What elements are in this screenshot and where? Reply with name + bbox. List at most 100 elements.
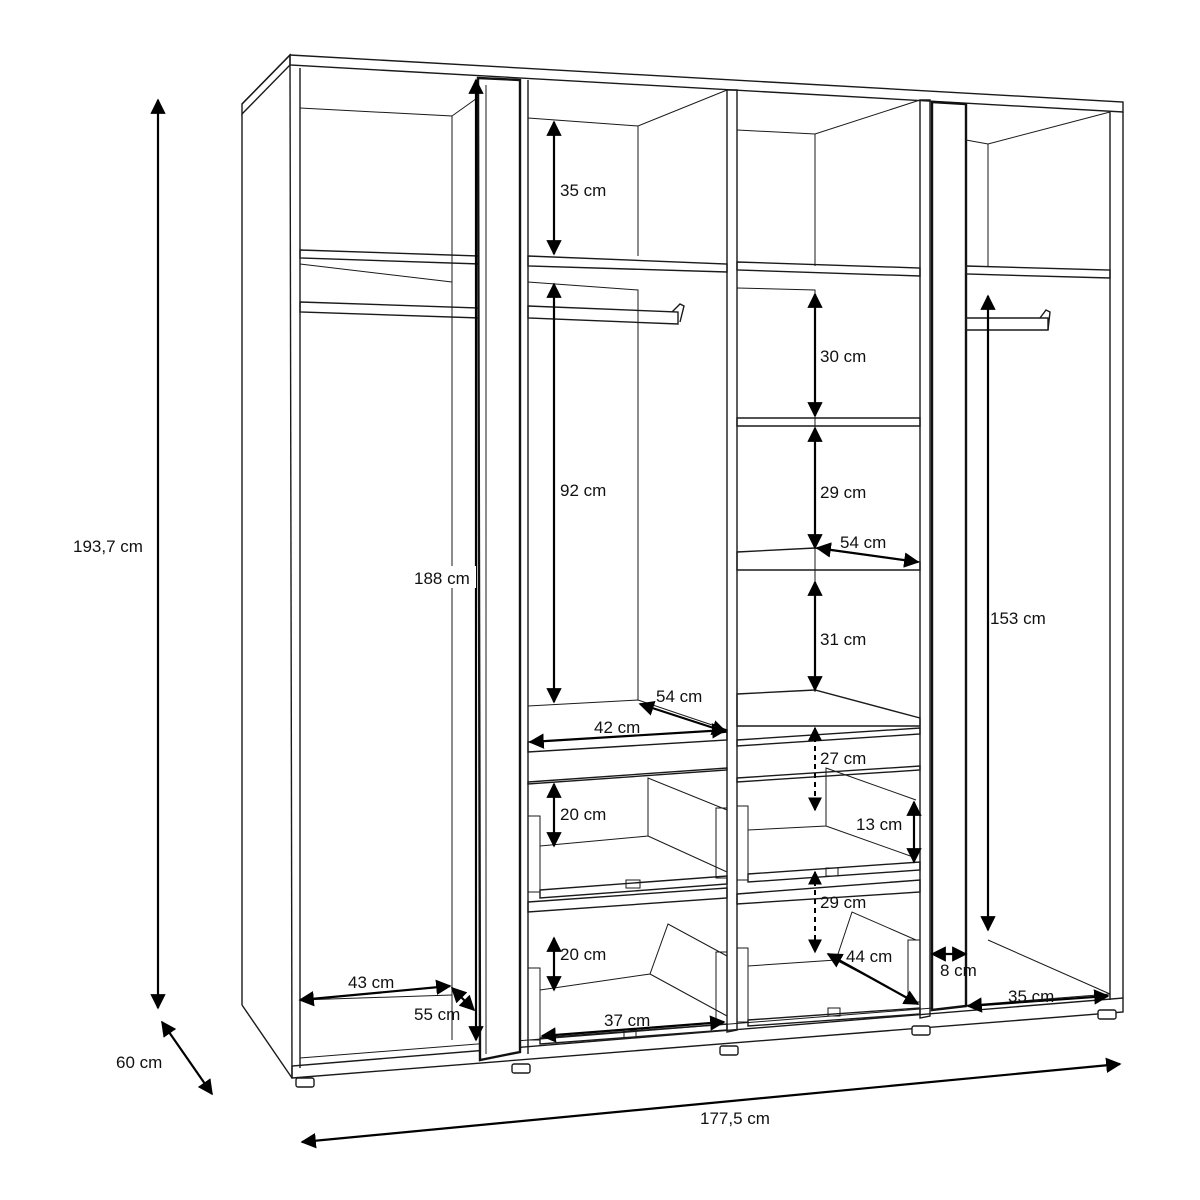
cr-drawer1-bottom xyxy=(825,825,917,859)
cr-drawer1-handle xyxy=(825,867,839,877)
label-depth: 60 cm xyxy=(116,1053,162,1072)
label-right-hanging: 153 cm xyxy=(990,609,1046,628)
arrow-total-width xyxy=(300,1057,1122,1149)
arrow-cr-shelf-depth xyxy=(815,542,920,568)
r-hat-shelf xyxy=(965,265,1111,279)
cr-back-top xyxy=(736,99,921,135)
cr-back-wall xyxy=(736,287,816,692)
cl-drawer1-runner-r xyxy=(715,807,728,879)
foot-2 xyxy=(511,1063,531,1074)
divider-3 xyxy=(919,99,931,1019)
dimension-labels: 193,7 cm 60 cm 177,5 cm 188 cm 43 cm 55 … xyxy=(73,181,1054,1128)
top-panel-front xyxy=(289,54,1124,113)
left-hanging-rail xyxy=(299,301,481,319)
arrow-left-depth xyxy=(450,986,476,1012)
label-drawer-gap-upper: 27 cm xyxy=(820,749,866,768)
label-total-width: 177,5 cm xyxy=(700,1109,770,1128)
cl-drawer1-bottom xyxy=(647,835,728,873)
label-left-width: 43 cm xyxy=(348,973,394,992)
label-drawer-width: 37 cm xyxy=(604,1011,650,1030)
foot-3 xyxy=(719,1045,739,1056)
right-compartment xyxy=(965,111,1111,995)
divider-2 xyxy=(726,89,738,1033)
label-drawer-gap-lower: 29 cm xyxy=(820,893,866,912)
cl-drawer1-top xyxy=(527,767,728,785)
r-floor xyxy=(987,939,1111,995)
label-panel-thickness: 8 cm xyxy=(940,961,977,980)
cr-drawer2-front xyxy=(747,1007,921,1027)
label-hanging-space: 92 cm xyxy=(560,481,606,500)
label-cl-shelf-depth: 54 cm xyxy=(656,687,702,706)
cabinet-body xyxy=(241,53,1124,1079)
label-left-depth: 55 cm xyxy=(414,1005,460,1024)
left-side-front-edge xyxy=(289,64,293,1079)
label-shelf-space-1: 30 cm xyxy=(820,347,866,366)
cr-drawer1-box xyxy=(747,767,917,831)
cr-shelf-1 xyxy=(736,417,921,427)
arrow-cl-shelf-width xyxy=(528,723,728,749)
cl-drawer2-runner xyxy=(527,967,541,1041)
cl-drawer2-bottom xyxy=(649,973,728,1017)
cr-shelf-2 xyxy=(736,547,921,571)
label-top-space: 35 cm xyxy=(560,181,606,200)
arrow-depth xyxy=(161,1020,213,1096)
arrow-drawer-width xyxy=(540,1015,726,1043)
arrow-right-depth xyxy=(966,989,1110,1013)
arrow-cl-shelf-depth xyxy=(638,700,728,736)
left-door-panel xyxy=(476,76,522,1062)
label-cl-drawer1-height: 20 cm xyxy=(560,805,606,824)
cl-drawer1-box xyxy=(539,777,728,847)
label-shelf-space-3: 31 cm xyxy=(820,630,866,649)
cl-drawer2-box xyxy=(539,923,728,991)
label-drawer-depth: 44 cm xyxy=(846,947,892,966)
r-hanging-rail xyxy=(965,317,1049,331)
cl-back-top xyxy=(527,89,728,127)
center-right-compartment xyxy=(736,99,921,1027)
cr-shelf-3-front xyxy=(736,727,921,747)
cr-drawer2-runner xyxy=(736,947,749,1023)
label-right-depth: 35 cm xyxy=(1008,987,1054,1006)
cl-hanging-rail xyxy=(527,305,679,325)
cr-drawer2-handle xyxy=(827,1007,841,1017)
cl-hat-shelf xyxy=(527,255,728,273)
label-cr-drawer1-height: 13 cm xyxy=(856,815,902,834)
plinth xyxy=(291,997,1124,1079)
dividers xyxy=(476,76,968,1062)
label-door-height: 188 cm xyxy=(414,569,470,588)
cr-drawer1-front xyxy=(747,861,921,883)
label-total-height: 193,7 cm xyxy=(73,537,143,556)
cr-drawer2-runner-r xyxy=(907,939,921,1003)
cr-shelf-3 xyxy=(736,689,921,727)
r-back-top xyxy=(965,111,1111,145)
label-door-height-bg xyxy=(414,566,476,588)
r-rail-hook xyxy=(1039,309,1051,331)
cr-drawer1-runner xyxy=(736,805,749,881)
top-panel-side xyxy=(241,53,291,116)
dimension-arrows xyxy=(150,78,1122,1149)
cr-drawer1-top xyxy=(736,765,921,783)
foot-1 xyxy=(295,1077,315,1088)
cl-drawer1-runner xyxy=(527,815,541,893)
center-left-compartment xyxy=(527,89,728,1045)
cr-drawer2-top xyxy=(736,879,921,905)
label-shelf-space-2: 29 cm xyxy=(820,483,866,502)
arrow-left-width xyxy=(298,979,452,1007)
label-cl-shelf-width: 42 cm xyxy=(594,718,640,737)
right-door-panel xyxy=(930,100,968,1012)
label-cl-drawer2-height: 20 cm xyxy=(560,945,606,964)
label-cr-shelf-depth: 54 cm xyxy=(840,533,886,552)
left-hat-shelf xyxy=(299,249,481,265)
cl-back-wall xyxy=(527,281,639,700)
cl-drawer2-top xyxy=(527,887,728,913)
cr-drawer2-box xyxy=(747,911,917,967)
cr-hat-shelf xyxy=(736,261,921,277)
foot-4 xyxy=(911,1025,931,1036)
left-side-bottom-edge xyxy=(241,1004,293,1079)
cl-rail-hook xyxy=(671,303,685,323)
cl-drawer1-front xyxy=(539,875,728,899)
left-rail-bracket xyxy=(299,263,453,283)
foot-5 xyxy=(1097,1009,1117,1020)
cl-drawer1-handle xyxy=(625,879,641,889)
